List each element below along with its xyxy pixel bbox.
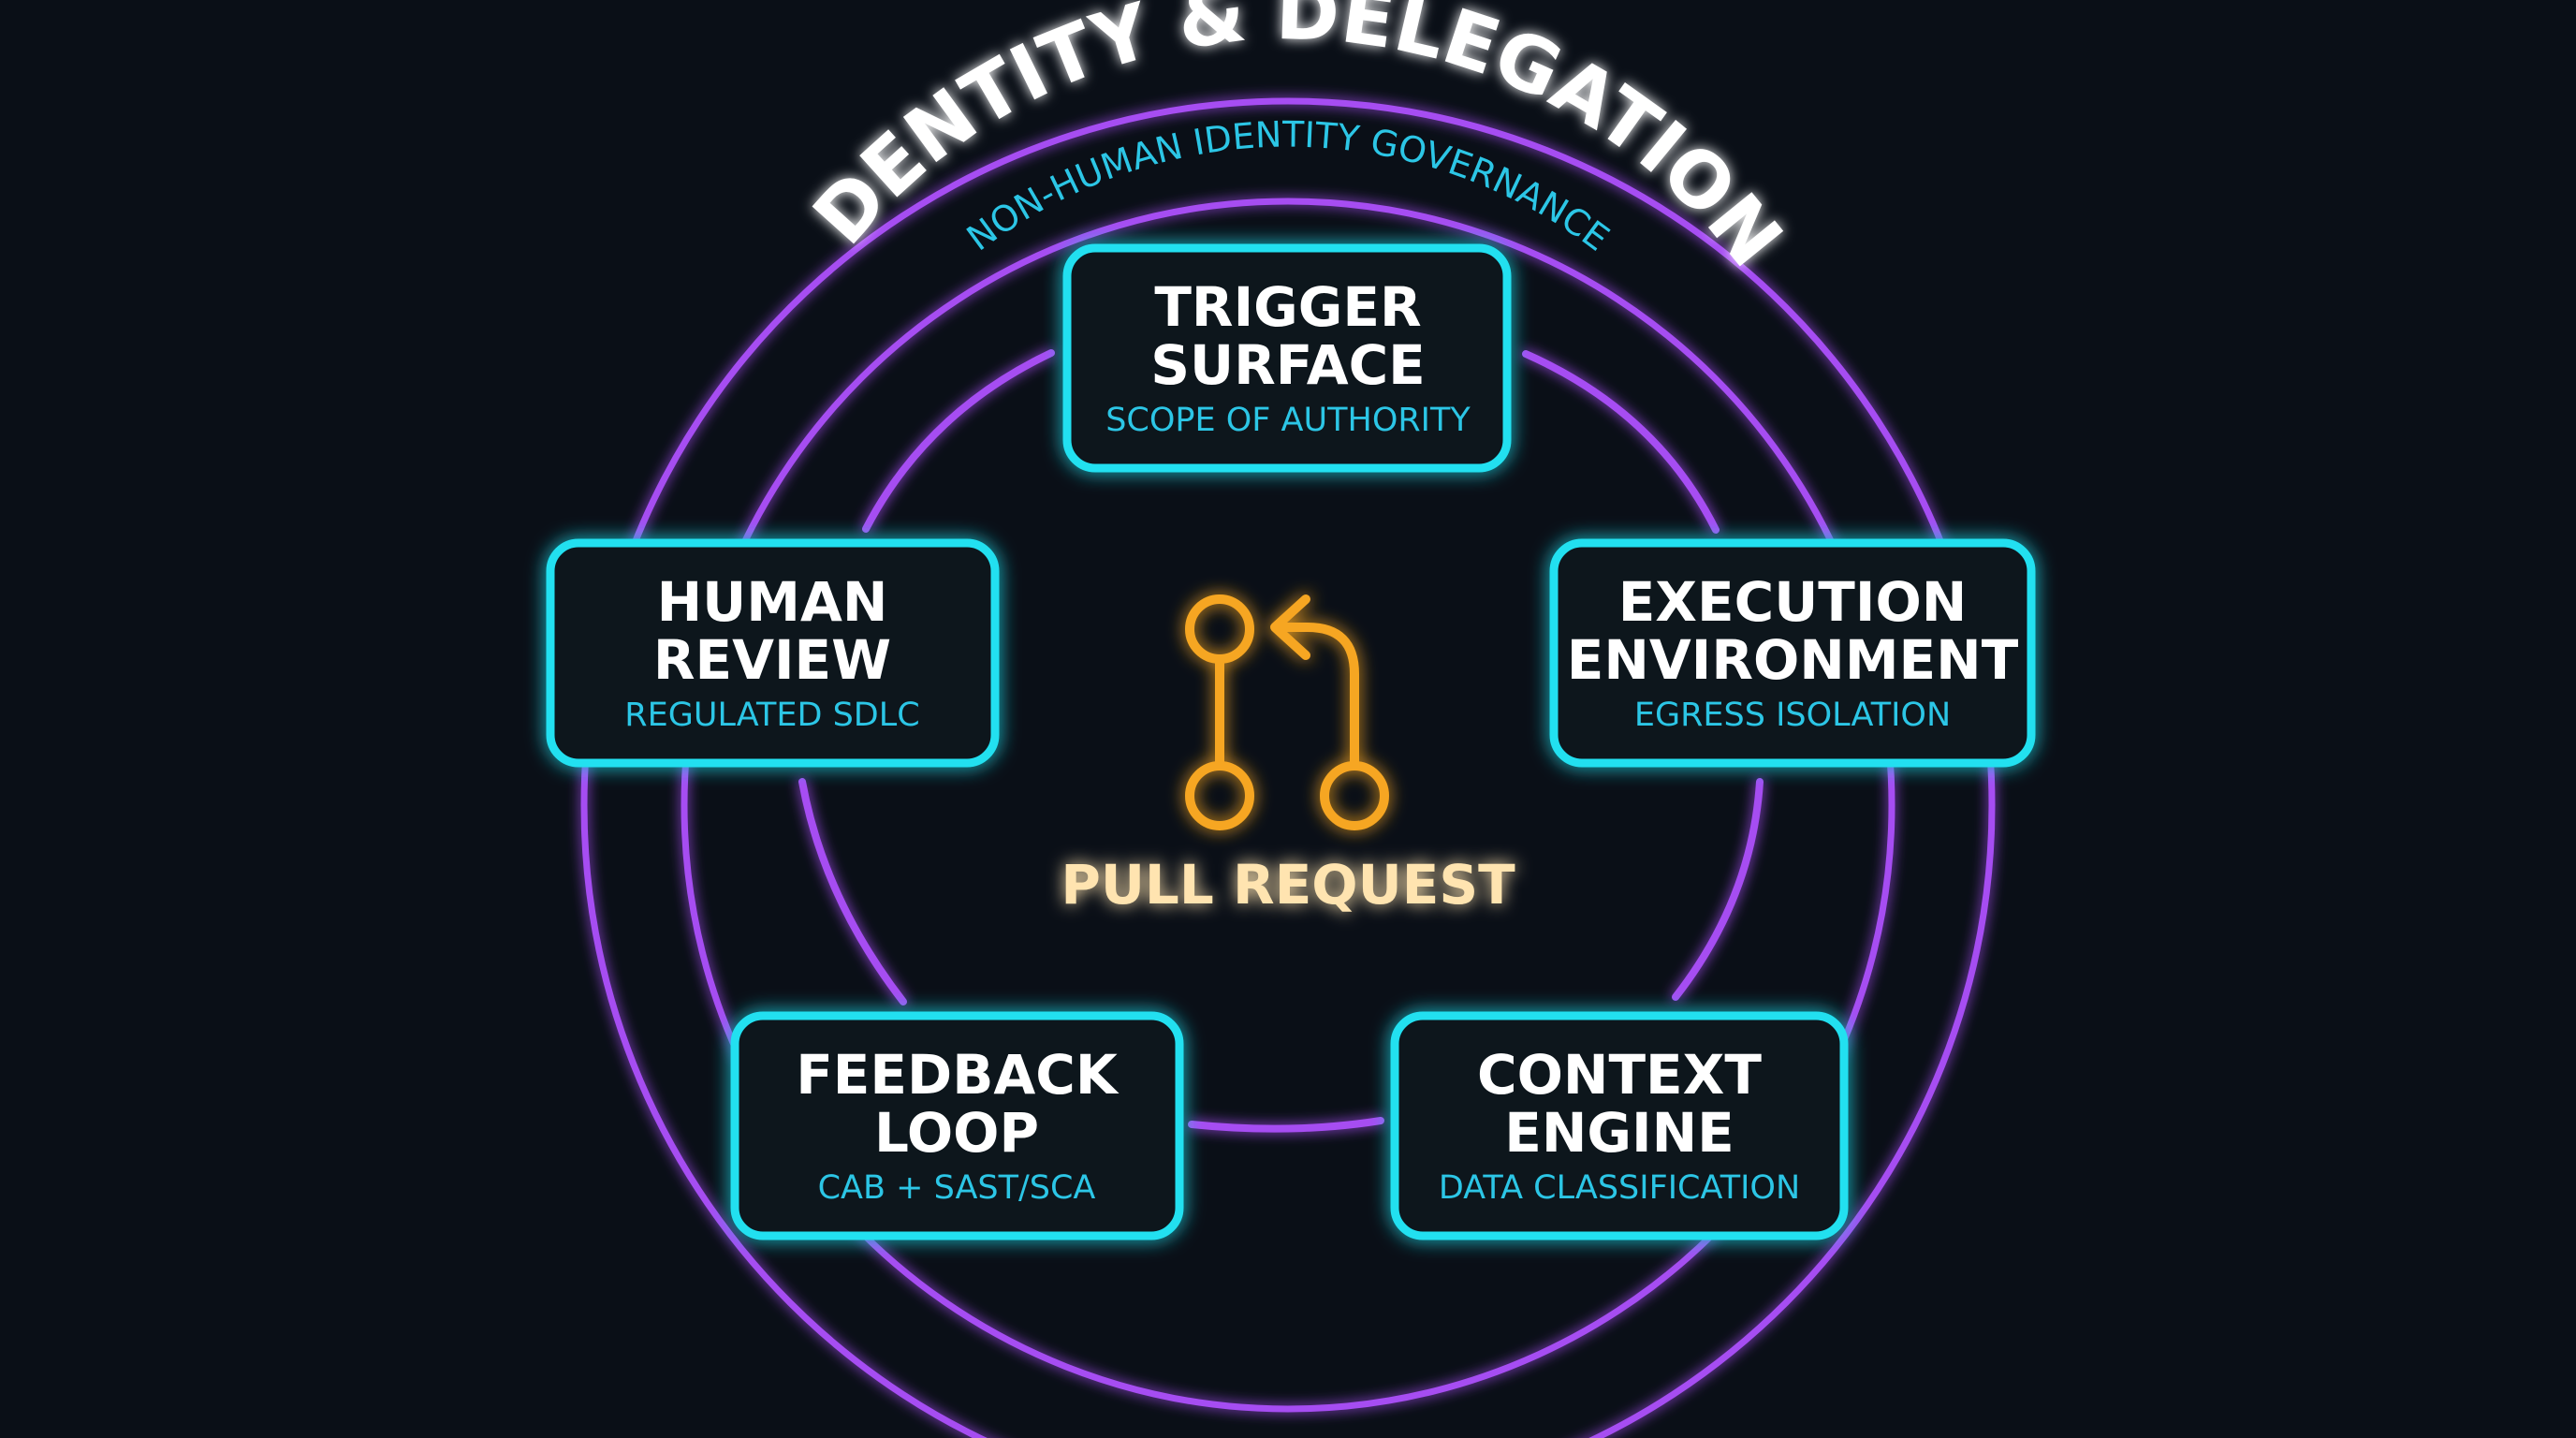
git-pull-request-icon bbox=[1185, 594, 1389, 830]
stage-subtitle: REGULATED SDLC bbox=[624, 697, 919, 734]
arrow-execution-to-context bbox=[1672, 778, 1764, 1001]
stage-box bbox=[1549, 538, 2036, 768]
stage-title: ENVIRONMENT bbox=[1567, 628, 2019, 692]
inner-ring bbox=[681, 198, 1895, 1413]
stage-title: CONTEXT bbox=[1477, 1043, 1762, 1107]
stage-title: EXECUTION bbox=[1618, 570, 1968, 634]
stage-feedback-loop[interactable]: FEEDBACK LOOP CAB + SAST/SCA bbox=[730, 1011, 1184, 1240]
stage-box bbox=[1390, 1011, 1849, 1240]
stage-box bbox=[730, 1011, 1184, 1240]
stage-execution-environment[interactable]: EXECUTION ENVIRONMENT EGRESS ISOLATION bbox=[1549, 538, 2036, 768]
stage-title: FEEDBACK bbox=[796, 1043, 1120, 1107]
stage-title: SURFACE bbox=[1150, 333, 1426, 397]
arrow-feedback-to-human bbox=[798, 778, 907, 1005]
outer-ring bbox=[580, 97, 1996, 1438]
stage-title: LOOP bbox=[874, 1101, 1039, 1165]
stage-subtitle: SCOPE OF AUTHORITY bbox=[1105, 402, 1471, 439]
stage-context-engine[interactable]: CONTEXT ENGINE DATA CLASSIFICATION bbox=[1390, 1011, 1849, 1240]
stage-title: HUMAN bbox=[657, 570, 888, 634]
arrow-context-to-feedback bbox=[1188, 1117, 1384, 1133]
stage-subtitle: DATA CLASSIFICATION bbox=[1439, 1169, 1800, 1207]
pull-request-label: PULL REQUEST bbox=[1061, 853, 1515, 917]
stage-subtitle: EGRESS ISOLATION bbox=[1634, 697, 1951, 734]
diagram-subtitle: NON-HUMAN IDENTITY GOVERNANCE bbox=[959, 113, 1617, 258]
stage-human-review[interactable]: HUMAN REVIEW REGULATED SDLC bbox=[546, 538, 1000, 768]
stage-title: ENGINE bbox=[1504, 1101, 1734, 1165]
stage-box bbox=[546, 538, 1000, 768]
stage-title: TRIGGER bbox=[1154, 275, 1421, 339]
arrow-trigger-to-execution bbox=[1522, 350, 1720, 534]
flow-arrows bbox=[798, 349, 1764, 1133]
stage-subtitle: CAB + SAST/SCA bbox=[818, 1169, 1096, 1207]
stage-trigger-surface[interactable]: TRIGGER SURFACE SCOPE OF AUTHORITY bbox=[1062, 243, 1512, 473]
stage-box bbox=[1062, 243, 1512, 473]
arrow-human-to-trigger bbox=[862, 349, 1055, 533]
stage-title: REVIEW bbox=[653, 628, 891, 692]
